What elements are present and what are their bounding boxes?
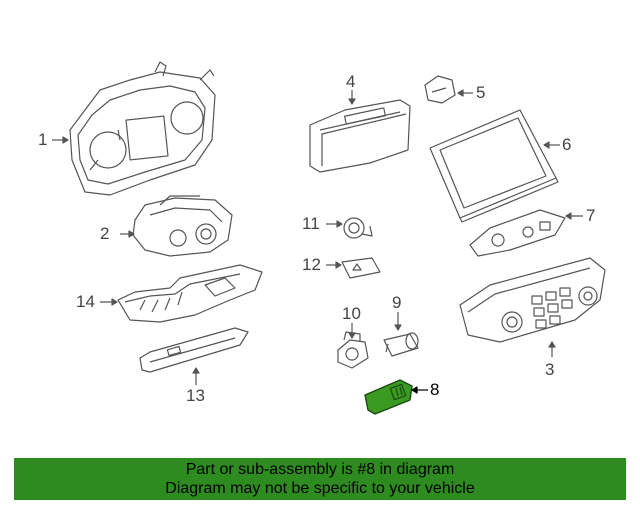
part-12-hazard-switch: [341, 257, 381, 279]
callout-10: 10: [342, 304, 361, 323]
part-5-clip: [424, 75, 456, 104]
callout-5: 5: [476, 83, 486, 102]
banner-line-1: Part or sub-assembly is #8 in diagram: [185, 461, 455, 478]
part-14-trim-panel: [117, 264, 263, 323]
part-2-switch-panel: [132, 195, 233, 257]
callout-8: 8: [430, 380, 440, 399]
callout-1: 1: [38, 130, 48, 149]
banner-line-2: Diagram may not be specific to your vehi…: [165, 480, 475, 497]
callout-7: 7: [586, 206, 596, 225]
part-7-control-strip: [469, 209, 566, 257]
callout-9: 9: [392, 293, 402, 312]
part-13-trim-strip: [139, 327, 249, 373]
info-banner: Part or sub-assembly is #8 in diagram Di…: [14, 458, 626, 500]
part-8-highlighted-switch: [364, 379, 413, 415]
callout-6: 6: [562, 135, 572, 154]
part-1-instrument-cluster: [69, 61, 216, 196]
callout-12: 12: [302, 255, 321, 274]
callout-3: 3: [545, 360, 555, 379]
callout-11: 11: [302, 214, 320, 233]
callout-2: 2: [100, 224, 110, 243]
part-3-climate-panel: [459, 257, 606, 343]
part-4-display-module: [309, 99, 411, 173]
parts-diagram: [52, 61, 606, 415]
callout-14: 14: [76, 292, 95, 311]
part-11-knob: [343, 217, 373, 239]
callout-4: 4: [346, 72, 356, 91]
part-9-cylinder-switch: [383, 332, 419, 357]
part-6-display-screen: [429, 109, 559, 223]
callout-13: 13: [186, 386, 205, 405]
